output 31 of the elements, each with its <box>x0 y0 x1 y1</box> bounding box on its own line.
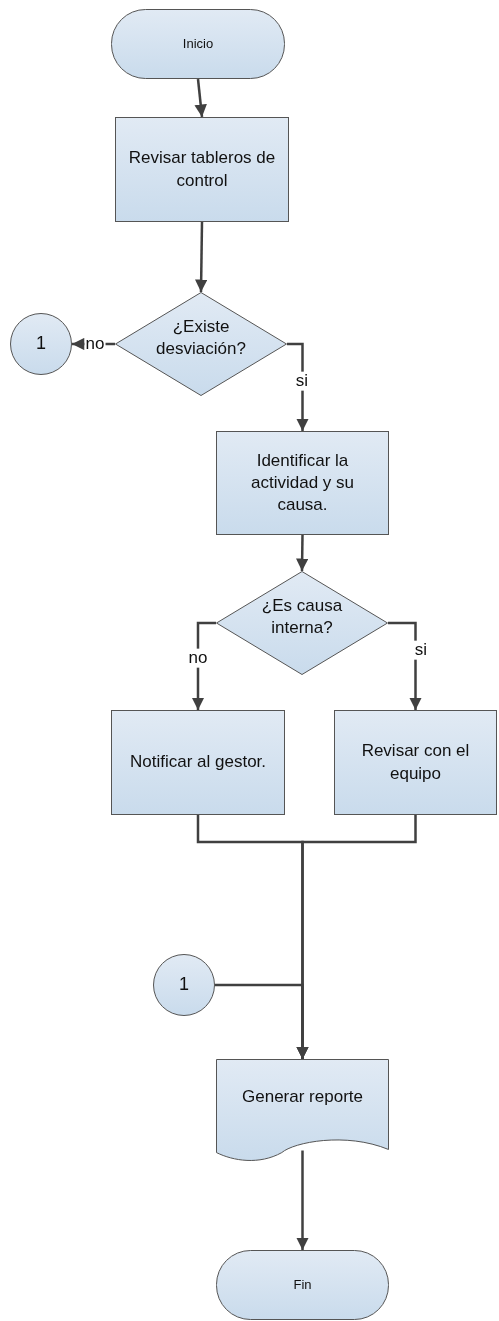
decision-diamond <box>115 292 287 396</box>
process-box <box>216 431 389 535</box>
node-text: 1 <box>179 973 189 997</box>
connector-circle <box>153 954 215 1016</box>
arrow <box>194 78 207 118</box>
arrow <box>191 621 216 710</box>
node-text: ¿Existe desviación? <box>155 315 247 360</box>
node-text: Revisar con el equipo <box>360 740 471 785</box>
node-text: Revisar tableros de control <box>127 147 277 192</box>
arrow <box>194 222 208 292</box>
connector-circle <box>10 313 72 375</box>
arrow <box>295 535 309 571</box>
process-box <box>115 117 289 222</box>
edge-label: si <box>294 371 310 391</box>
edge-label: no <box>187 648 209 668</box>
decision-diamond <box>216 571 388 675</box>
arrow <box>388 621 422 710</box>
process-box <box>111 710 285 815</box>
node-text: Fin <box>293 1276 312 1294</box>
process-box <box>334 710 497 815</box>
arrow <box>215 983 309 1059</box>
edge-label: si <box>413 640 429 660</box>
node-text: ¿Es causa interna? <box>260 594 344 639</box>
arrow <box>287 342 309 431</box>
node-text: Inicio <box>182 35 214 53</box>
node-text: Identificar la actividad y su causa. <box>250 449 355 517</box>
node-text: 1 <box>36 332 46 356</box>
arrow <box>296 1150 309 1250</box>
node-text: Notificar al gestor. <box>129 751 267 774</box>
document-shape <box>216 1059 389 1163</box>
node-text: Generar reporte <box>242 1085 363 1108</box>
